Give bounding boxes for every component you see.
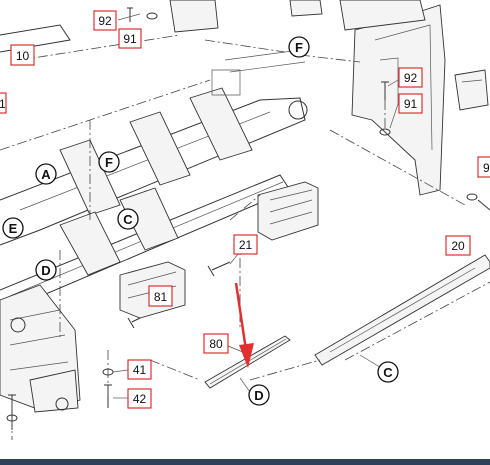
- part-ref-80: 80: [203, 333, 229, 354]
- callout-d-left: D: [35, 259, 57, 281]
- svg-text:9: 9: [483, 161, 490, 175]
- svg-text:F: F: [295, 40, 303, 55]
- svg-text:80: 80: [209, 337, 223, 351]
- svg-text:20: 20: [451, 239, 465, 253]
- svg-text:92: 92: [404, 71, 418, 85]
- callout-d-bottom: D: [248, 384, 270, 406]
- callout-f-top: F: [288, 36, 310, 58]
- part-20-rail: [314, 254, 490, 366]
- part-ref-9-edge: 9: [477, 156, 490, 178]
- part-ref-91-right: 91: [398, 93, 423, 114]
- bracket-21: [207, 181, 319, 277]
- svg-text:C: C: [123, 212, 133, 227]
- bottom-toolbar-strip: [0, 459, 490, 465]
- callout-c-right: C: [377, 361, 399, 383]
- part-number-labels: 92 91 10 92 91 9 21 20: [0, 10, 490, 409]
- part-ref-92-top: 92: [93, 10, 117, 31]
- svg-text:10: 10: [16, 49, 30, 63]
- svg-text:E: E: [9, 221, 18, 236]
- svg-text:D: D: [41, 263, 50, 278]
- callout-a: A: [35, 163, 57, 185]
- svg-text:21: 21: [239, 238, 253, 252]
- callout-e: E: [2, 217, 24, 239]
- part-ref-81: 81: [148, 285, 173, 307]
- part-ref-41: 41: [127, 359, 152, 380]
- part-ref-21: 21: [233, 234, 258, 255]
- circled-callouts: F A F C E D C D: [2, 36, 399, 406]
- svg-text:92: 92: [98, 14, 112, 28]
- callout-f-mid: F: [98, 151, 120, 173]
- svg-text:41: 41: [133, 363, 147, 377]
- part-ref-1-edge: 1: [0, 92, 7, 114]
- red-arrow: [234, 282, 254, 368]
- part-ref-10: 10: [10, 44, 35, 66]
- main-frame: [0, 0, 323, 413]
- svg-text:91: 91: [123, 32, 137, 46]
- svg-text:F: F: [105, 155, 113, 170]
- svg-text:91: 91: [404, 97, 418, 111]
- svg-text:C: C: [383, 365, 393, 380]
- svg-text:A: A: [41, 167, 51, 182]
- svg-text:81: 81: [154, 290, 168, 304]
- part-ref-42: 42: [127, 388, 152, 409]
- part-ref-91-top: 91: [118, 28, 142, 49]
- part-ref-92-right: 92: [398, 67, 423, 88]
- svg-text:42: 42: [133, 392, 147, 406]
- part-ref-20: 20: [445, 235, 471, 256]
- callout-c-mid: C: [117, 208, 139, 230]
- svg-text:D: D: [254, 388, 263, 403]
- assembly-guide-lines: [0, 34, 466, 440]
- svg-text:1: 1: [0, 97, 6, 111]
